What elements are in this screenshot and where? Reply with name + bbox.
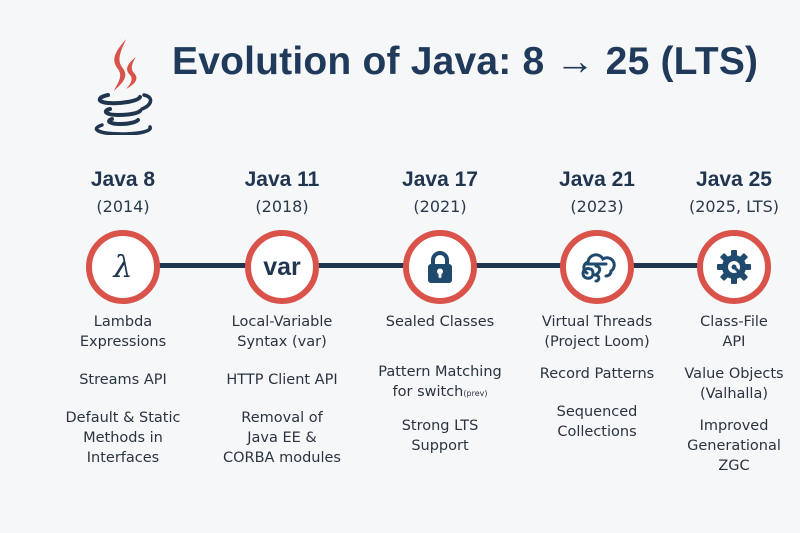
- feature-list-java-8: Lambda Expressions Streams API Default &…: [38, 312, 208, 486]
- preview-note: (prev): [463, 389, 488, 398]
- release-year: (2014): [96, 197, 150, 216]
- version-label: Java 25: [696, 168, 772, 191]
- feature-item: Local-Variable Syntax (var): [231, 314, 333, 350]
- lock-icon: [428, 251, 452, 283]
- feature-list-java-11: Local-Variable Syntax (var) HTTP Client …: [197, 312, 367, 486]
- version-label: Java 11: [244, 168, 320, 191]
- feature-item: Lambda Expressions: [79, 314, 167, 350]
- milestone-java-25: Java 25 (2025, LTS): [654, 168, 800, 218]
- milestone-node-java-8: λ: [86, 230, 160, 304]
- version-label: Java 8: [90, 168, 156, 191]
- feature-item: Class-File API: [700, 314, 768, 350]
- var-text-icon: var: [263, 252, 301, 281]
- feature-list-java-21: Virtual Threads (Project Loom) Record Pa…: [512, 312, 682, 460]
- milestone-java-17: Java 17 (2021): [360, 168, 520, 218]
- release-year: (2025, LTS): [688, 197, 779, 216]
- release-year: (2018): [255, 197, 309, 216]
- feature-item: Pattern Matching for switch(prev): [355, 362, 525, 404]
- feature-item: Improved Generational ZGC: [687, 418, 781, 474]
- lambda-icon: λ: [113, 249, 133, 285]
- gear-icon: [717, 250, 751, 284]
- feature-item: Default & Static Methods in Interfaces: [65, 410, 181, 466]
- feature-text: Pattern Matching for switch: [378, 364, 502, 400]
- milestone-node-java-21: [560, 230, 634, 304]
- release-year: (2021): [413, 197, 467, 216]
- feature-list-java-17: Sealed Classes Pattern Matching for swit…: [355, 312, 525, 474]
- feature-item: Streams API: [79, 372, 167, 388]
- milestone-node-java-17: [403, 230, 477, 304]
- feature-item: Sealed Classes: [385, 314, 495, 330]
- version-label: Java 17: [402, 168, 478, 191]
- feature-item: Record Patterns: [539, 366, 655, 382]
- feature-item: Strong LTS Support: [401, 418, 479, 454]
- feature-list-java-25: Class-File API Value Objects (Valhalla) …: [649, 312, 800, 494]
- cloud-threads-icon: [581, 253, 616, 283]
- page-title: Evolution of Java: 8 → 25 (LTS): [172, 40, 759, 83]
- feature-item: Value Objects (Valhalla): [684, 366, 784, 402]
- milestone-node-java-25: [697, 230, 771, 304]
- feature-item: Removal of Java EE & CORBA modules: [223, 410, 341, 466]
- feature-item: Virtual Threads (Project Loom): [541, 314, 653, 350]
- milestone-java-11: Java 11 (2018): [202, 168, 362, 218]
- milestone-java-8: Java 8 (2014): [43, 168, 203, 218]
- java-logo-icon: [94, 39, 153, 135]
- feature-item: Sequenced Collections: [556, 404, 638, 440]
- milestone-java-21: Java 21 (2023): [517, 168, 677, 218]
- release-year: (2023): [570, 197, 624, 216]
- milestone-node-java-11: var: [245, 230, 319, 304]
- version-label: Java 21: [559, 168, 635, 191]
- feature-item: HTTP Client API: [226, 372, 338, 388]
